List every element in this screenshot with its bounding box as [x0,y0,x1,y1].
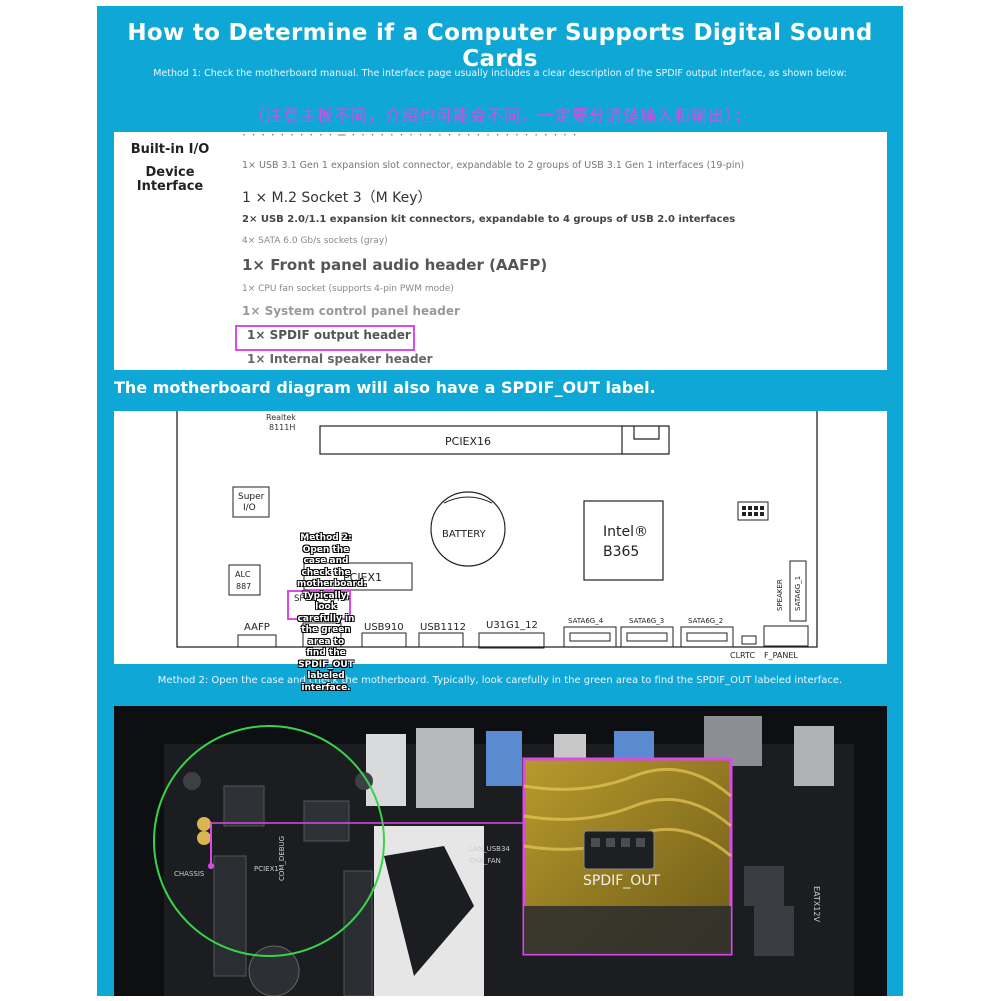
realtek-model: 8111H [269,423,295,432]
svg-text:U31G1_12: U31G1_12 [486,620,538,631]
audio-jack-block [366,734,406,806]
pciex1-slot-photo [213,855,247,977]
svg-text:COM_DEBUG: COM_DEBUG [278,836,286,881]
svg-text:AAFP: AAFP [244,622,270,633]
manual-line: 4× SATA 6.0 Gb/s sockets (gray) [242,236,388,246]
usb3-port [614,731,654,761]
svg-text:SPEAKER: SPEAKER [776,579,784,611]
svg-text:CLRTC: CLRTC [730,651,755,660]
manual-line: 1× CPU fan socket (supports 4-pin PWM mo… [242,284,454,294]
spdif-diagram-highlight [287,590,351,620]
svg-text:B365: B365 [603,544,639,560]
small-header-right [737,501,769,521]
svg-text:F_PANEL: F_PANEL [764,651,798,660]
method2-text: Method 2: Open the case and check the mo… [157,675,843,686]
manual-line: 1× USB 3.1 Gen 1 expansion slot connecto… [242,160,745,171]
manual-line: 1× Front panel audio header (AAFP) [242,256,548,274]
spdif-highlight-box [235,325,415,351]
svg-text:CHASSIS: CHASSIS [174,870,205,878]
manual-panel: Built-in I/O Device Interface · · · · · … [114,132,887,370]
svg-text:USB1112: USB1112 [420,622,466,633]
svg-text:EATX12V: EATX12V [812,886,821,922]
pin-headers [237,622,545,649]
svg-text:Super: Super [238,492,265,502]
green-circle-highlight [153,725,385,957]
svg-text:CHA_FAN: CHA_FAN [469,857,501,865]
svg-text:LAN_USB34: LAN_USB34 [469,845,510,853]
realtek-label: Realtek [266,413,296,422]
photo-svg: CHASSIS PCIEX1 LAN_USB34 CHA_FAN COM_DEB… [114,706,887,996]
svg-text:SATA6G_1: SATA6G_1 [794,576,802,611]
manual-line: 1× System control panel header [242,304,460,318]
manual-side-label-1: Built-in I/O [130,142,210,157]
svg-text:ALC: ALC [235,570,251,579]
lan-port [416,728,474,808]
manual-side-label-2: Device Interface [136,165,204,194]
alc-chip [228,564,261,596]
spdif-zoom-inset: SPDIF_OUT [522,757,733,956]
motherboard-photo: CHASSIS PCIEX1 LAN_USB34 CHA_FAN COM_DEB… [114,706,887,996]
svg-text:SATA6G_2: SATA6G_2 [688,617,723,625]
svg-text:I/O: I/O [243,503,256,513]
spdif-header-connector [583,830,655,870]
svg-text:SATA6G_3: SATA6G_3 [629,617,664,625]
manual-line: 1 × M.2 Socket 3（M Key） [242,190,432,206]
sata-ports [563,626,734,648]
svg-text:Intel®: Intel® [603,524,648,540]
method1-text: Method 1: Check the motherboard manual. … [153,68,847,79]
diagram-svg: Realtek 8111H PCIEX16 Super I/O BATTERY … [176,411,818,660]
chipset-chip [583,500,664,581]
method2-overlay-text: Method 2: Open the case and check the mo… [297,533,367,693]
super-io-chip [232,486,270,518]
pciex16-label: PCIEX16 [445,435,491,448]
svg-text:PCIEX1: PCIEX1 [254,865,279,873]
motherboard-diagram: Realtek 8111H PCIEX16 Super I/O BATTERY … [114,411,887,664]
page-title: How to Determine if a Computer Supports … [127,20,873,72]
svg-text:USB910: USB910 [364,622,404,633]
battery-icon [430,491,506,567]
usb3-port [486,731,522,786]
svg-text:PCIEX1: PCIEX1 [343,571,382,584]
chinese-note: （注意主板不同，介绍也可能会不同，一定要分清楚输入和输出）； [248,106,751,125]
diagram-subtitle: The motherboard diagram will also have a… [114,378,656,397]
svg-text:SPDIF_OUT: SPDIF_OUT [294,594,342,604]
manual-line: 1× Internal speaker header [247,352,433,366]
svg-text:887: 887 [236,582,251,591]
manual-line: 2× USB 2.0/1.1 expansion kit connectors,… [242,214,736,225]
manual-line-spdif: 1× SPDIF output header [247,328,411,342]
page-frame: How to Determine if a Computer Supports … [97,6,903,996]
pciex16-slot [319,425,623,455]
pciex1-slot [303,562,413,591]
spdif-out-photo-label: SPDIF_OUT [583,873,661,889]
cut-off-text-line: · · · · · · · · · · ─ · · · · · · · · · … [242,134,578,142]
svg-text:BATTERY: BATTERY [442,529,487,540]
svg-text:SATA6G_4: SATA6G_4 [568,617,604,625]
